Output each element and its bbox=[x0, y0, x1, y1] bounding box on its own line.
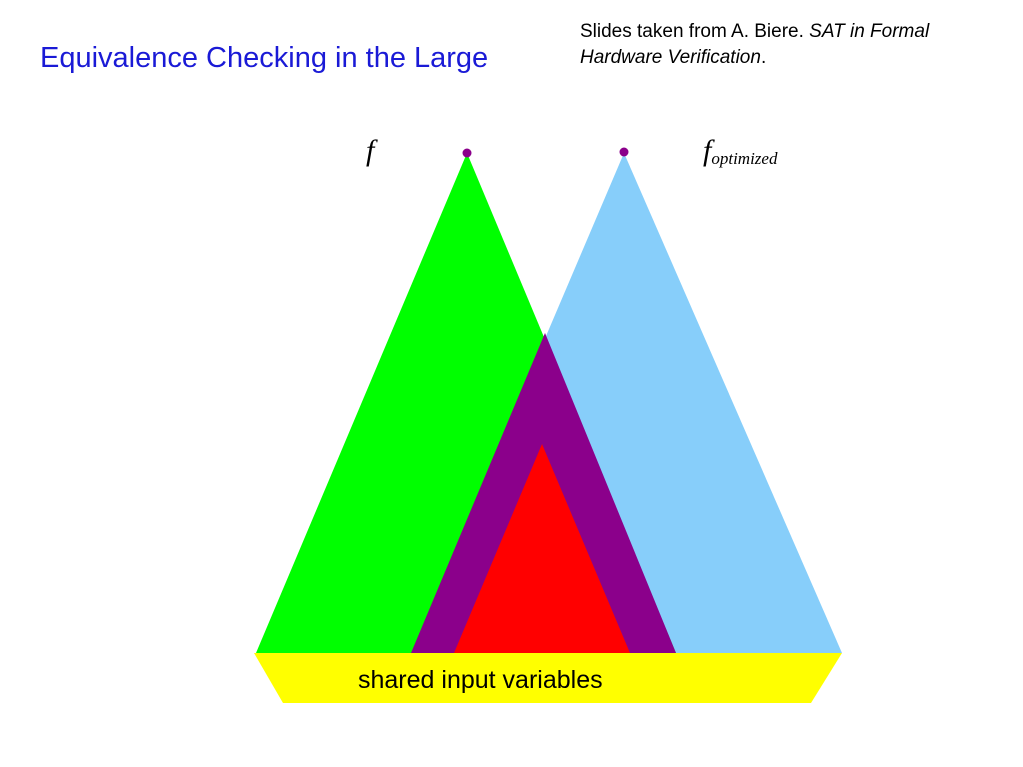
right-cone-label: foptimized bbox=[703, 134, 778, 168]
credit-note: Slides taken from A. Biere. SAT in Forma… bbox=[580, 19, 1000, 71]
slide-title: Equivalence Checking in the Large bbox=[40, 42, 489, 74]
shared-input-band bbox=[254, 653, 842, 703]
output-dot-f bbox=[462, 148, 472, 158]
credit-prefix: Slides taken from A. Biere. bbox=[580, 21, 810, 42]
inner-core bbox=[454, 444, 630, 653]
output-dot-f-optimized bbox=[619, 147, 629, 157]
credit-suffix: . bbox=[760, 47, 767, 68]
left-cone-label: f bbox=[366, 134, 378, 167]
credit-book-title: SAT in Formal Hardware Verification bbox=[580, 21, 930, 68]
right-cone-label-subscript: optimized bbox=[711, 149, 778, 168]
shared-input-label: shared input variables bbox=[358, 666, 603, 694]
